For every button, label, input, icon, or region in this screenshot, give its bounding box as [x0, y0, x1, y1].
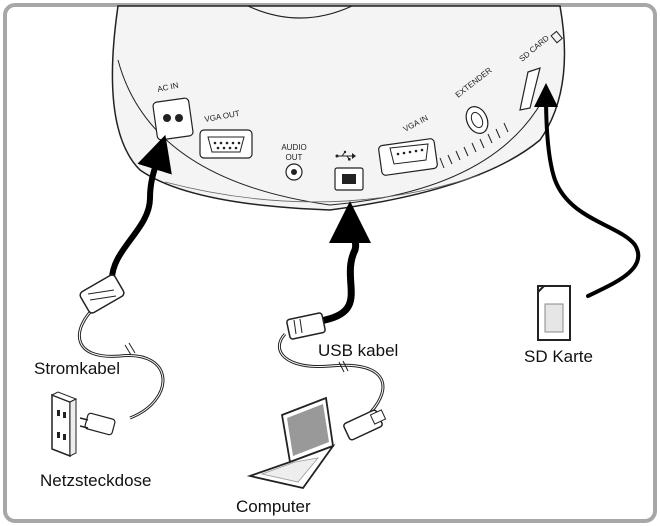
power-cable	[78, 134, 172, 420]
sd-card-icon	[537, 285, 571, 341]
audio-out-port: AUDIO OUT	[281, 143, 307, 181]
usb-symbol-icon	[335, 150, 356, 161]
power-plug-icon	[79, 274, 125, 314]
usb-port	[334, 150, 364, 191]
label-sd-card: SD Karte	[524, 347, 593, 366]
usb-cable	[278, 201, 387, 441]
sd-card-cable	[534, 83, 640, 298]
sd-card-small-icon	[550, 30, 563, 44]
vent-grille	[439, 122, 509, 169]
label-power-outlet: Netzsteckdose	[40, 471, 152, 490]
audio-out-label-line2: OUT	[286, 153, 303, 162]
label-computer: Computer	[236, 497, 311, 516]
ac-in-port: AC IN	[152, 81, 194, 141]
label-power-cable: Stromkabel	[34, 359, 120, 378]
usb-a-plug-icon	[343, 409, 387, 441]
audio-out-label-line1: AUDIO	[281, 143, 306, 152]
laptop-computer-icon	[246, 396, 336, 490]
usb-b-plug-icon	[286, 312, 326, 340]
label-usb-cable: USB kabel	[318, 341, 398, 360]
wall-outlet-icon	[50, 391, 116, 458]
ac-in-label: AC IN	[157, 81, 180, 94]
